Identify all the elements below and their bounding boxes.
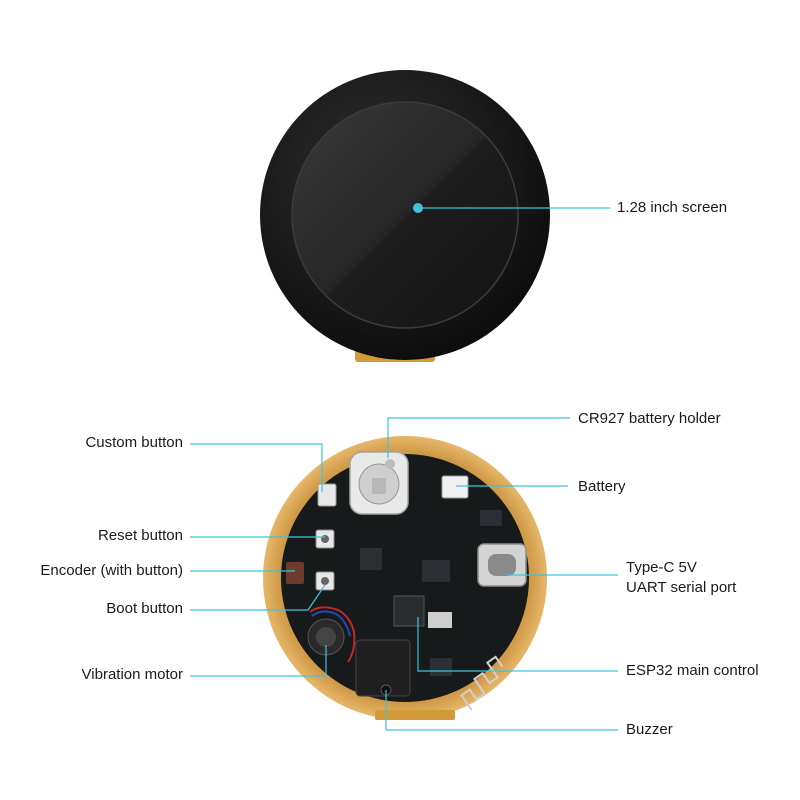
- label-screen: 1.28 inch screen: [617, 199, 728, 216]
- battery-connector: [441, 475, 469, 499]
- label-boot-button: Boot button: [106, 600, 183, 617]
- custom-button-part: [317, 483, 337, 507]
- leader-vibration-motor: [190, 645, 327, 677]
- pcb-module: [263, 436, 547, 720]
- encoder-part: [286, 562, 304, 584]
- leader-lines: [190, 207, 618, 731]
- label-encoder: Encoder (with button): [40, 562, 183, 579]
- leader-custom-button: [190, 443, 323, 492]
- display-module: [260, 70, 550, 362]
- label-buzzer: Buzzer: [626, 721, 673, 738]
- leader-cr927: [387, 417, 570, 458]
- label-custom-button: Custom button: [85, 434, 183, 451]
- leader-esp32: [417, 617, 618, 672]
- label-battery: Battery: [578, 478, 626, 495]
- pcb-flex: [375, 710, 455, 720]
- typec-port: [477, 543, 527, 587]
- dot-screen: [413, 203, 423, 213]
- leader-boot: [190, 584, 326, 611]
- leader-dots: [413, 203, 423, 213]
- leader-buzzer: [385, 690, 618, 731]
- label-esp32: ESP32 main control: [626, 662, 759, 679]
- buzzer-part: [355, 639, 411, 697]
- cr927-battery-holder: [349, 451, 409, 515]
- display-glass-edge: [291, 101, 519, 329]
- pcb-antenna: [460, 655, 504, 711]
- display-glass: [292, 102, 518, 328]
- label-cr927-holder: CR927 battery holder: [578, 410, 721, 427]
- label-reset-button: Reset button: [97, 527, 183, 544]
- esp32-chip: [393, 595, 425, 627]
- vibration-motor-part: [307, 606, 356, 663]
- label-vibration-motor: Vibration motor: [81, 666, 183, 683]
- label-typec-line1: Type-C 5V: [626, 559, 697, 576]
- label-typec-line2: UART serial port: [626, 579, 737, 596]
